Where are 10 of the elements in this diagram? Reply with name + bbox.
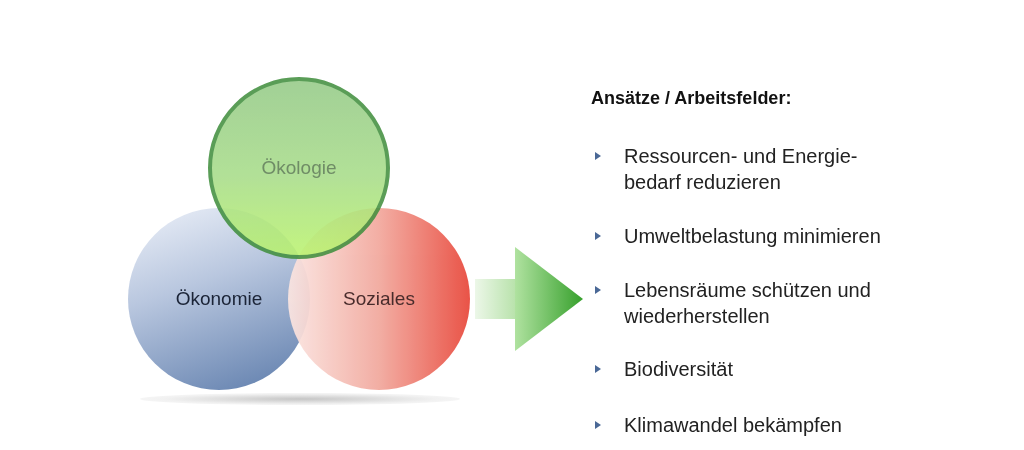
- circle-label: Ökologie: [261, 157, 337, 179]
- list-item: Biodiversität: [624, 357, 734, 382]
- list-item: Ressourcen- und Energie- bedarf reduzieren: [624, 144, 859, 195]
- circle-label: Soziales: [343, 288, 415, 310]
- list-item: Klimawandel bekämpfen: [624, 413, 843, 438]
- block-arrow: [475, 247, 583, 351]
- list-item: Umweltbelastung minimieren: [624, 224, 882, 249]
- list-item: Lebensräume schützen und wiederherstellen: [624, 278, 872, 329]
- circle-label: Ökonomie: [175, 288, 263, 310]
- list-heading: Ansätze / Arbeitsfelder:: [591, 87, 792, 109]
